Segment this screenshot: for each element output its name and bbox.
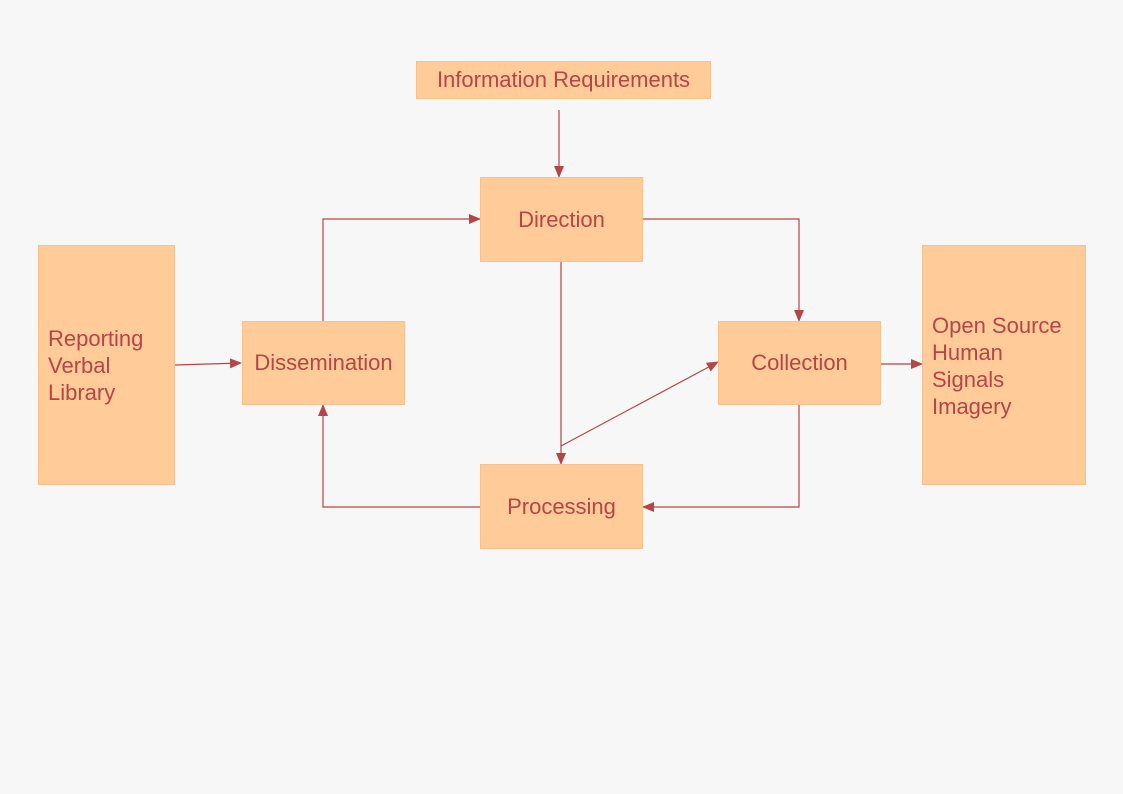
source-item: Signals — [932, 367, 1005, 392]
arrow-dissemination-to-direction — [322, 214, 481, 321]
reporting-item: Library — [48, 379, 116, 405]
arrow-processing-to-dissemination — [318, 404, 480, 508]
arrow-collection-to-processing — [642, 405, 800, 512]
information-requirements-label: Information Requirements — [436, 67, 691, 92]
arrow-direction-to-collection — [643, 218, 804, 322]
processing-label: Processing — [507, 493, 616, 519]
information-requirements-box: Information Requirements — [416, 61, 711, 99]
processing-box: Processing — [480, 464, 643, 549]
collection-label: Collection — [751, 350, 848, 375]
source-item: Open Source — [932, 313, 1062, 338]
reporting-item: Reporting — [48, 325, 144, 351]
dissemination-label: Dissemination — [254, 350, 393, 375]
reporting-item: Verbal — [48, 352, 111, 378]
direction-label: Direction — [518, 206, 605, 232]
collection-box: Collection — [718, 321, 881, 405]
arrow-reporting-dissemination-bidirectional — [163, 358, 242, 371]
sources-list: Open Source Human Signals Imagery — [932, 312, 1062, 420]
reporting-box: Reporting Verbal Library — [38, 245, 175, 485]
arrow-processing-to-collection — [560, 361, 719, 447]
source-item: Human — [932, 340, 1003, 365]
direction-box: Direction — [480, 177, 643, 262]
sources-box: Open Source Human Signals Imagery — [922, 245, 1086, 485]
dissemination-box: Dissemination — [242, 321, 405, 405]
source-item: Imagery — [932, 394, 1012, 419]
reporting-list: Reporting Verbal Library — [48, 325, 143, 406]
